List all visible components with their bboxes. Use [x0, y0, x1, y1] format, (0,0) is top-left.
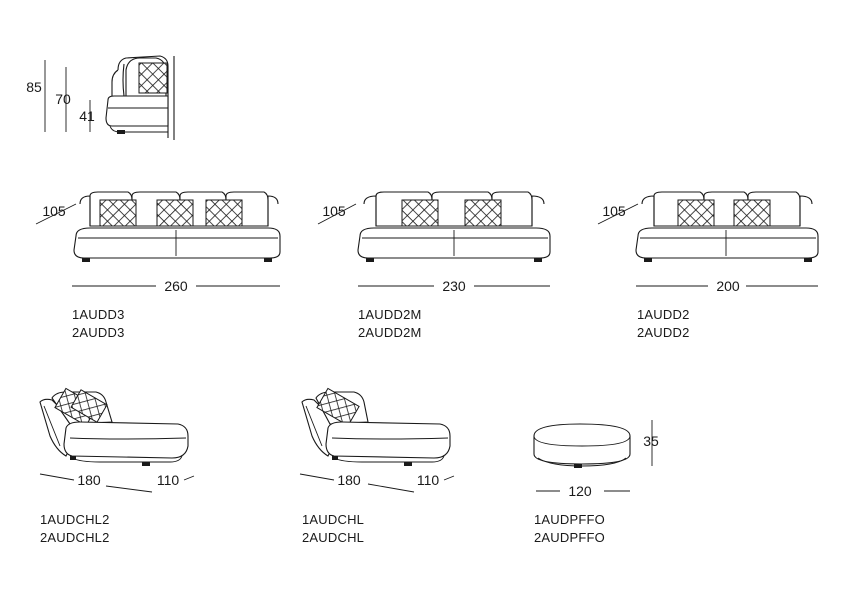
chaise-l2-drawing: 180 110 [39, 387, 195, 493]
code-line: 1AUDCHL [302, 512, 365, 527]
sofa-2m-drawing: 105 230 [317, 191, 551, 294]
sofa-3-drawing: 105 260 [35, 191, 281, 294]
dim-chaisel2-depth: 110 [157, 472, 180, 488]
code-line: 2AUDCHL [302, 530, 365, 545]
code-line: 1AUDD2 [637, 307, 690, 322]
dim-pouf-height: 35 [643, 433, 659, 449]
dim-sofa2-depth: 105 [602, 203, 626, 219]
dim-sofa2m-width: 230 [442, 278, 466, 294]
code-line: 2AUDD2M [358, 325, 422, 340]
dim-sofa3-width: 260 [164, 278, 188, 294]
chaise-l-drawing: 180 110 [299, 387, 455, 493]
dim-height-back: 70 [55, 91, 71, 107]
side-view-drawing: 85 70 41 [26, 55, 175, 140]
code-line: 2AUDPFFO [534, 530, 605, 545]
codes-sofa-2m: 1AUDD2M 2AUDD2M [358, 306, 422, 342]
codes-pouf: 1AUDPFFO 2AUDPFFO [534, 511, 605, 547]
dim-chaisel-length: 180 [337, 472, 361, 488]
codes-chaise-l2: 1AUDCHL2 2AUDCHL2 [40, 511, 110, 547]
dim-pouf-width: 120 [568, 483, 592, 499]
dim-sofa2m-depth: 105 [322, 203, 346, 219]
code-line: 1AUDD3 [72, 307, 125, 322]
codes-sofa-2: 1AUDD2 2AUDD2 [637, 306, 690, 342]
codes-sofa-3: 1AUDD3 2AUDD3 [72, 306, 125, 342]
dim-height-total: 85 [26, 79, 42, 95]
code-line: 1AUDCHL2 [40, 512, 110, 527]
code-line: 1AUDD2M [358, 307, 422, 322]
dim-sofa2-width: 200 [716, 278, 740, 294]
dim-height-seat: 41 [79, 108, 95, 124]
codes-chaise-l: 1AUDCHL 2AUDCHL [302, 511, 364, 547]
code-line: 2AUDD3 [72, 325, 125, 340]
code-line: 2AUDCHL2 [40, 530, 110, 545]
sofa-2-drawing: 105 200 [597, 191, 819, 294]
dim-sofa3-depth: 105 [42, 203, 66, 219]
dim-chaisel2-length: 180 [77, 472, 101, 488]
dim-chaisel-depth: 110 [417, 472, 440, 488]
code-line: 2AUDD2 [637, 325, 690, 340]
code-line: 1AUDPFFO [534, 512, 605, 527]
pouf-drawing: 35 120 [533, 420, 659, 499]
